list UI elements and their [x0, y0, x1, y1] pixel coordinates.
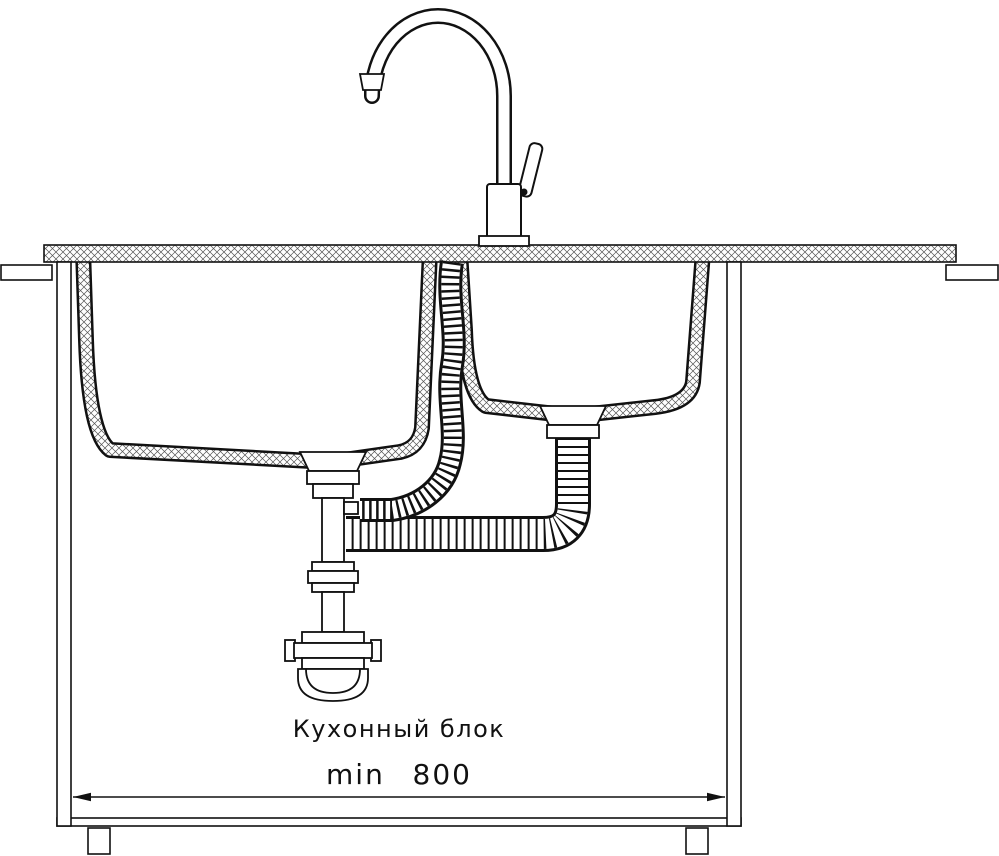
hose-fitting: [343, 501, 359, 515]
trap-cup-inner-wall: [305, 668, 361, 694]
cabinet-bottom-panel: [56, 817, 742, 827]
dimension-min-800: min 800: [73, 758, 725, 802]
faucet: [358, 8, 544, 247]
cabinet-foot-right: [685, 827, 709, 855]
trap-nut-3: [311, 582, 355, 593]
faucet-aerator: [358, 73, 386, 91]
left-drain-assembly: [284, 451, 382, 702]
faucet-body: [486, 183, 522, 239]
left-drain-tailpipe: [321, 497, 345, 563]
right-drain-locknut: [546, 424, 600, 439]
cabinet-right-panel: [726, 261, 742, 827]
trap-union-mid: [293, 642, 373, 659]
trap-union-top: [301, 631, 365, 644]
trap-nut-1: [311, 561, 355, 572]
countertop: [43, 244, 957, 263]
trap-cup: [297, 668, 369, 702]
faucet-spout-bore: [366, 10, 510, 192]
left-drain-basket: [298, 451, 368, 472]
sink-left-bowl: [75, 249, 438, 470]
left-drain-locknut: [306, 470, 360, 485]
cabinet-unit-label: Кухонный блок: [293, 715, 506, 743]
left-drain-coupling: [312, 483, 354, 499]
cabinet: [56, 261, 742, 855]
wall-cleat-left: [0, 264, 53, 281]
sink-right-bowl: [452, 251, 711, 424]
spiral-overflow-hose: [360, 260, 466, 522]
faucet-handle-pivot: [520, 188, 528, 196]
dimension-label: min 800: [326, 758, 472, 791]
dimension-arrowhead-right: [707, 792, 725, 802]
cabinet-foot-left: [87, 827, 111, 855]
cabinet-left-panel: [56, 261, 72, 827]
trap-nut-2: [307, 570, 359, 584]
trap-pipe: [321, 591, 345, 633]
dimension-arrowhead-left: [73, 792, 91, 802]
wall-cleat-right: [945, 264, 999, 281]
right-drain-assembly: [538, 405, 608, 439]
faucet-base: [478, 235, 530, 247]
corrugated-drain-pipe: [346, 438, 591, 552]
trap-union-bottom: [301, 657, 365, 670]
right-drain-basket: [538, 405, 608, 426]
faucet-handle: [517, 142, 544, 198]
